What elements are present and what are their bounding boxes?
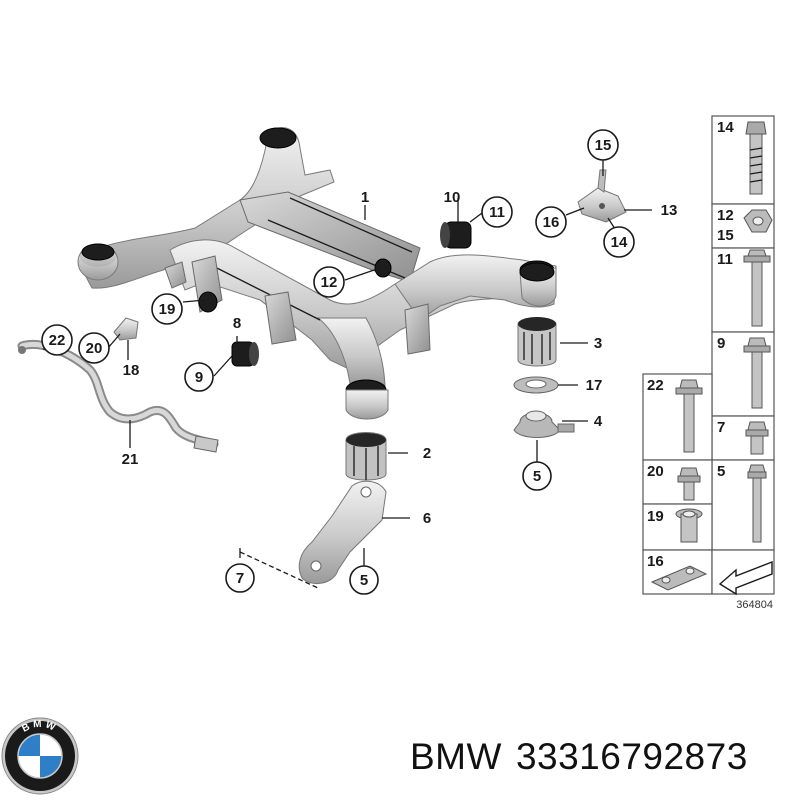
stabilizer-link-21 [17,340,219,453]
table-label-11: 11 [717,251,733,268]
rubber-bushing-9 [231,341,259,367]
table-label-19: 19 [647,508,664,525]
callout-22: 22 [49,332,66,349]
callout-15: 15 [595,137,612,154]
direction-arrow-icon [718,560,773,596]
callout-10: 10 [444,189,461,206]
callout-17: 17 [586,377,603,394]
brand-name: BMW [410,736,502,777]
part-caption: BMW 33316792873 [410,736,762,778]
callout-5-upper: 5 [533,468,541,485]
diagram-number: 364804 [736,599,773,611]
bolt-20-icon [677,467,701,501]
table-label-22: 22 [647,377,664,394]
callout-16: 16 [543,214,560,231]
table-label-5: 5 [717,463,725,480]
svg-text:BMW: BMW [20,719,59,735]
nut-12-icon [743,209,773,233]
part-number: 33316792873 [515,736,748,777]
callout-14: 14 [611,234,628,251]
table-label-12: 12 [717,207,734,224]
table-label-15: 15 [717,227,734,244]
plate-16-icon [650,565,708,591]
callout-2: 2 [423,445,431,462]
callout-12: 12 [321,274,338,291]
callout-4: 4 [594,413,603,430]
callout-7: 7 [236,570,244,587]
washer-17 [513,376,559,394]
table-label-20: 20 [647,463,664,480]
bushing-3 [517,317,557,367]
callout-8: 8 [233,315,241,332]
support-bracket-6 [298,480,387,585]
bolt-7-icon [745,421,769,455]
mount-cap-4 [513,410,575,438]
bmw-logo: BMW [1,717,79,795]
bolt-14-icon [745,121,767,195]
bolt-9-icon [743,337,771,409]
callout-13: 13 [661,202,678,219]
callout-labels: 1 2 3 4 5 6 7 5 8 9 10 11 12 13 14 15 16… [41,129,678,595]
callout-20: 20 [86,340,103,357]
callout-18: 18 [123,362,140,379]
callout-3: 3 [594,335,602,352]
table-label-14: 14 [717,119,734,136]
table-label-9: 9 [717,335,725,352]
bracket-16 [577,169,627,223]
callout-19: 19 [159,301,176,318]
callout-5-lower: 5 [360,572,368,589]
callout-9: 9 [195,369,203,386]
callout-1: 1 [361,189,369,206]
bushing-2 [345,432,387,481]
callout-21: 21 [122,451,139,468]
callout-11: 11 [489,204,505,221]
bolt-11-icon [743,249,771,327]
logo-letters: BMW [20,719,56,735]
fastener-table: 14 12 15 11 9 7 5 22 20 19 16 [642,115,775,611]
sleeve-19-icon [675,508,703,543]
rubber-bushing-10 [440,221,472,249]
rear-axle-subframe [77,127,557,420]
table-label-7: 7 [717,419,725,436]
bolt-5-icon [747,464,767,543]
callout-6: 6 [423,510,431,527]
table-label-16: 16 [647,553,664,570]
bolt-22-icon [675,379,703,453]
